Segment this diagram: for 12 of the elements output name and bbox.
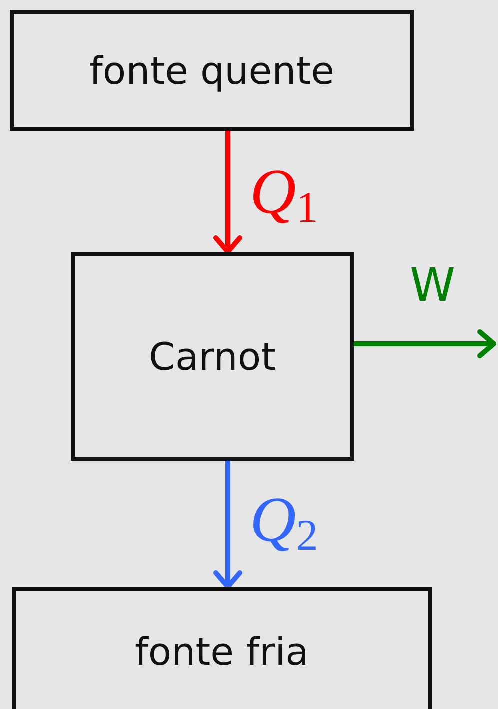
arrow: [354, 329, 496, 358]
edge-label: Q$_{2}$: [250, 488, 318, 558]
process-box: [12, 587, 432, 709]
node-label: Carnot: [148, 334, 276, 378]
edge-label: Q$_{1}$: [250, 160, 318, 230]
process-box: [71, 252, 354, 461]
node-label: fonte fria: [135, 630, 309, 674]
process-box: [10, 10, 414, 131]
node-label: fonte quente: [89, 48, 334, 92]
arrow: [214, 131, 242, 254]
edge-label: W: [410, 262, 456, 308]
arrow: [214, 461, 242, 590]
